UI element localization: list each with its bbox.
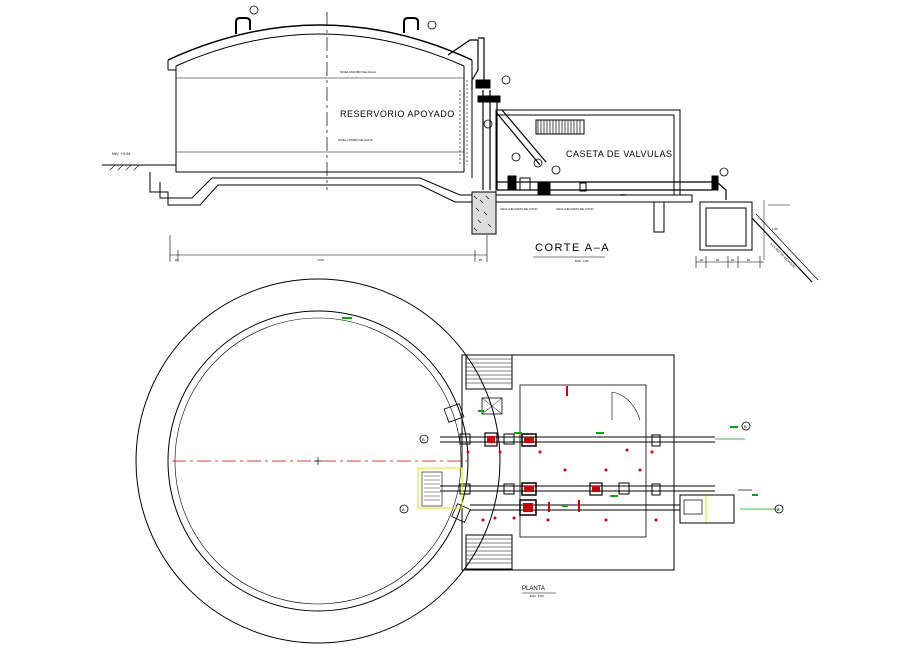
drain-box [699,201,753,251]
vent-pipe-left [235,17,251,34]
callout-bubble [427,20,437,30]
section-title: CORTE A–A [535,242,610,254]
water-max-label: NIVEL MAXIMO DE AGUA [340,70,376,74]
valve-house-label: CASETA DE VALVULAS [566,149,673,159]
callout-bubble [249,5,259,15]
section-mark-b-right: B [744,424,747,429]
dim-box-3: .20 [730,258,735,262]
section-mark-b-left: B [422,437,425,442]
h-label: 1.00 [772,227,778,231]
tank-outer-circle [135,278,501,644]
drain-slope [751,217,813,283]
water-min-label: NIVEL MINIMO DE AGUA [338,138,373,142]
section-mark-a-left: A [402,507,405,512]
dim-left: .20 [174,258,179,262]
stairs-bottom [465,534,513,570]
valve-symbol [537,181,551,195]
yellow-box-right [705,494,735,524]
level-label: NIV. +0.54 [112,151,131,156]
dim-box-1: .20 [699,258,704,262]
plan-green-accents [478,410,758,507]
tank-label: RESERVORIO APOYADO [340,109,455,119]
slope-label: A LA RED DE DESAGUE [769,242,796,269]
section-scale: ESC. 1/50 [575,259,589,263]
dim-right: .20 [478,258,483,262]
dim-box-4: .60 [746,258,751,262]
dim-total: 9.00 [318,258,324,262]
anchor-label-2: ANCLAJE DADO DE CONC. [556,207,595,211]
inlet-flange [475,79,491,89]
dome-roof [167,24,473,61]
section-mark-a-right: A [777,507,780,512]
plan-view [135,278,784,644]
plan-title: PLANTA [522,586,545,592]
vent-grille [535,119,585,135]
vent-pipe-right [403,17,419,33]
stairs-top [465,354,513,390]
foundation-block [471,191,497,235]
section-view [102,5,819,283]
anchor-label-1: ANCLAJE DADO DE CONC. [500,207,539,211]
dim-box-2: .60 [715,258,720,262]
valve-house-plan [461,354,675,571]
plan-accents [466,386,658,522]
dome-roof-inner [175,33,465,67]
plan-scale: ESC. 1/50 [530,594,544,598]
callout-bubble [501,75,511,85]
tank-floor [150,164,464,173]
yellow-box-left [417,467,463,509]
npt-label: NPT [620,193,626,197]
